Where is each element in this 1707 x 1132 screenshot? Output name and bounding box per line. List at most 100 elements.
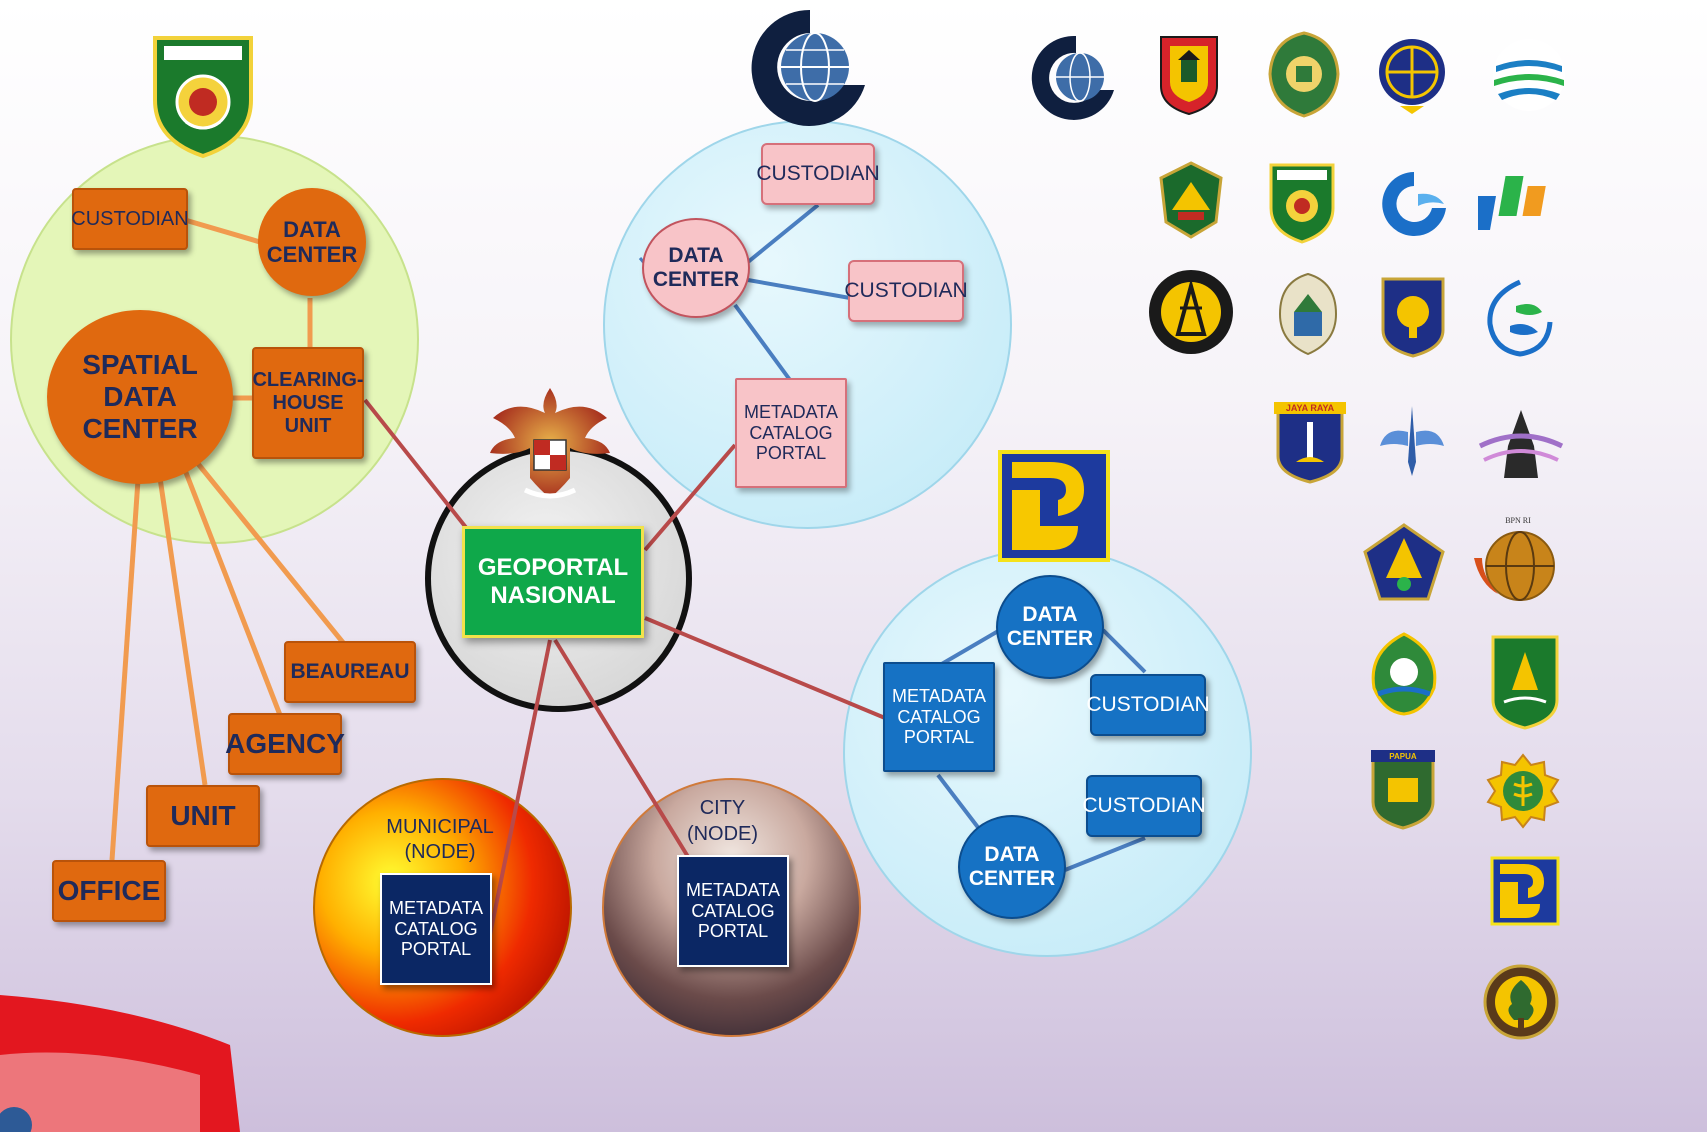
riau-logo-icon xyxy=(1491,635,1559,730)
corner-swoosh-graphic xyxy=(0,995,240,1132)
globe-agency-logo-icon xyxy=(1031,35,1114,120)
ministry-portal-line3: PORTAL xyxy=(755,443,827,464)
pu-dc2-line2: CENTER xyxy=(968,867,1056,890)
geoportal-nasional-box[interactable]: GEOPORTAL NASIONAL xyxy=(462,526,644,638)
sumatera-selatan-emblem-icon xyxy=(153,36,253,159)
beaureau-label: BEAUREAU xyxy=(290,659,410,683)
link-city-geoportal xyxy=(553,638,692,862)
pu-ministry-logo-icon xyxy=(998,450,1110,562)
ministry-dc-line1: DATA xyxy=(668,243,724,267)
city-metadata-portal[interactable]: METADATA CATALOG PORTAL xyxy=(677,855,789,967)
garuda-emblem-icon xyxy=(490,388,610,499)
link-pu-dc1-cust1 xyxy=(1101,628,1147,674)
papua-banner-text: PAPUA xyxy=(1389,752,1417,761)
pu-custodian-2-label: CUSTODIAN xyxy=(1082,793,1206,817)
jakarta-logo-icon: JAYA RAYA xyxy=(1274,402,1346,484)
pu-metadata-portal[interactable]: METADATA CATALOG PORTAL xyxy=(883,662,995,772)
city-label-line1: CITY xyxy=(699,797,746,819)
city-portal-line3: PORTAL xyxy=(697,921,769,942)
clearinghouse-unit[interactable]: CLEARING- HOUSE UNIT xyxy=(252,347,364,459)
ministry-dc-line2: CENTER xyxy=(652,268,740,291)
unit-box[interactable]: UNIT xyxy=(146,785,260,847)
pu-dc1-line2: CENTER xyxy=(1006,627,1094,650)
province-data-center-line2: CENTER xyxy=(266,242,358,267)
link-sdc-beaureau xyxy=(193,458,347,647)
ministry-custodian-2-label: CUSTODIAN xyxy=(844,278,968,302)
bali-pentagon-logo-icon xyxy=(1363,523,1445,601)
office-label: OFFICE xyxy=(57,874,161,906)
city-label: CITY (NODE) xyxy=(670,795,775,847)
link-pu-dc2-cust2 xyxy=(1064,836,1146,872)
pu-portal-line1: METADATA xyxy=(892,685,986,706)
central-java-logo-icon xyxy=(1159,161,1223,239)
pu-data-center-1[interactable]: DATA CENTER xyxy=(996,575,1104,679)
pu-custodian-2[interactable]: CUSTODIAN xyxy=(1082,775,1206,837)
province-custodian-label: CUSTODIAN xyxy=(71,207,189,230)
link-pu-geoportal xyxy=(644,616,886,720)
pu-custodian-1[interactable]: CUSTODIAN xyxy=(1086,674,1210,736)
ministry-custodian-2[interactable]: CUSTODIAN xyxy=(844,260,968,322)
ministry-custodian-1-label: CUSTODIAN xyxy=(756,161,880,185)
municipal-portal-line3: PORTAL xyxy=(400,939,472,960)
unit-label: UNIT xyxy=(170,799,236,831)
municipal-label: MUNICIPAL (NODE) xyxy=(380,815,500,865)
pu-custodian-1-label: CUSTODIAN xyxy=(1086,692,1210,716)
city-portal-line1: METADATA xyxy=(686,879,780,900)
tourism-monument-logo-icon xyxy=(1478,410,1564,478)
agriculture-ministry-logo-icon xyxy=(1486,753,1560,829)
sumatera-selatan-small-logo-icon xyxy=(1269,163,1335,244)
spatial-data-center[interactable]: SPATIAL DATA CENTER xyxy=(47,310,233,484)
link-sdc-office xyxy=(109,479,141,861)
office-box[interactable]: OFFICE xyxy=(52,860,166,922)
link-pu-portal-dc2 xyxy=(936,773,982,832)
pu-small-logo-icon xyxy=(1490,856,1560,926)
pu-portal-line2: CATALOG xyxy=(897,706,981,727)
west-java-logo-icon xyxy=(1371,632,1437,716)
ministry-portal-line1: METADATA xyxy=(744,401,838,422)
north-sumatera-logo-icon xyxy=(1278,272,1338,356)
geospatial-agency-globe-icon xyxy=(751,9,865,126)
marine-fisheries-logo-icon xyxy=(1487,279,1553,357)
bmkg-logo-icon xyxy=(1493,39,1565,111)
aceh-regional-logo-icon xyxy=(1268,31,1340,118)
pu-portal-line3: PORTAL xyxy=(903,727,975,748)
municipal-label-line2: (NODE) xyxy=(404,841,476,863)
kalimantan-shield-logo-icon xyxy=(1160,36,1218,116)
province-data-center-line1: DATA xyxy=(283,216,341,242)
link-m-dc-cust2 xyxy=(747,278,851,300)
link-clearinghouse-geoportal xyxy=(363,398,470,532)
ministry-portal-line2: CATALOG xyxy=(749,422,833,443)
sdc-line2: DATA xyxy=(103,380,177,412)
agency-label: AGENCY xyxy=(225,727,345,759)
clearing-line1: CLEARING- xyxy=(252,368,364,391)
beaureau-box[interactable]: BEAUREAU xyxy=(284,641,416,703)
province-data-center[interactable]: DATA CENTER xyxy=(258,188,366,296)
pu-data-center-2[interactable]: DATA CENTER xyxy=(958,815,1066,919)
municipal-metadata-portal[interactable]: METADATA CATALOG PORTAL xyxy=(380,873,492,985)
air-force-wings-logo-icon xyxy=(1380,406,1444,476)
clearing-line3: UNIT xyxy=(284,414,332,437)
bpn-globe-logo-icon: BPN RI xyxy=(1474,516,1555,601)
bps-logo-icon xyxy=(1478,176,1546,230)
link-custodian-datacenter xyxy=(184,217,261,245)
jakarta-banner-text: JAYA RAYA xyxy=(1286,403,1335,413)
ministry-data-center[interactable]: DATA CENTER xyxy=(642,218,750,318)
link-pu-portal-dc1 xyxy=(938,628,1002,667)
link-ministry-geoportal xyxy=(643,443,737,552)
municipal-portal-line2: CATALOG xyxy=(394,918,478,939)
clearing-line2: HOUSE xyxy=(272,391,344,414)
geoportal-line1: GEOPORTAL xyxy=(477,554,629,582)
link-sdc-unit xyxy=(157,477,208,786)
province-custodian[interactable]: CUSTODIAN xyxy=(71,188,189,250)
energy-ministry-logo-icon xyxy=(1149,270,1233,354)
ministry-custodian-1[interactable]: CUSTODIAN xyxy=(756,143,880,205)
sdc-line3: CENTER xyxy=(82,413,198,445)
kominfo-logo-icon xyxy=(1382,172,1446,236)
ministry-metadata-portal[interactable]: METADATA CATALOG PORTAL xyxy=(735,378,847,488)
agency-box[interactable]: AGENCY xyxy=(225,713,345,775)
city-portal-line2: CATALOG xyxy=(691,900,775,921)
sdc-line1: SPATIAL xyxy=(82,348,198,380)
city-label-line2: (NODE) xyxy=(686,823,759,845)
